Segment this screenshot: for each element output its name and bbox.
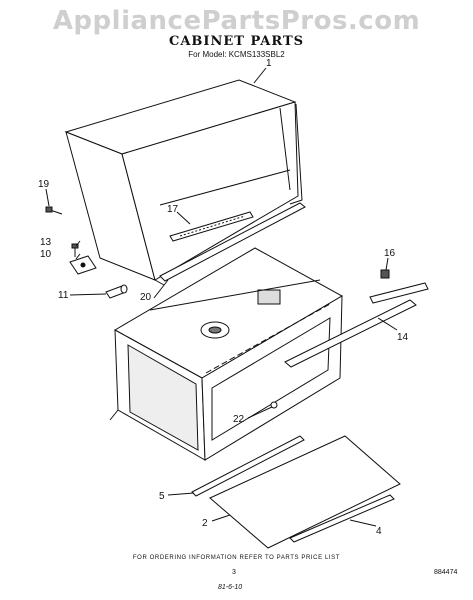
callout-5: 5 — [159, 491, 165, 502]
part-22-screw — [270, 401, 278, 409]
callout-11: 11 — [58, 290, 69, 301]
revision-date: 81-6-10 — [218, 584, 243, 591]
callout-1: 1 — [266, 58, 272, 69]
ordering-info-note: FOR ORDERING INFORMATION REFER TO PARTS … — [132, 555, 341, 561]
part-19-screw — [45, 206, 63, 215]
page-title: CABINET PARTS — [168, 34, 305, 49]
part-11-pin — [105, 284, 128, 299]
document-number: 884474 — [434, 569, 458, 576]
page-number: 3 — [232, 569, 236, 576]
callout-2: 2 — [202, 518, 208, 529]
part-5-strip — [191, 435, 305, 497]
callout-20: 20 — [140, 292, 152, 303]
callout-4: 4 — [376, 526, 382, 537]
callout-22: 22 — [233, 414, 245, 425]
part-10-bracket — [69, 255, 97, 275]
part-16-clip — [380, 269, 390, 279]
callout-14: 14 — [397, 332, 409, 343]
callout-10: 10 — [40, 249, 52, 260]
part-20-rail — [159, 202, 306, 282]
model-subtitle: For Model: KCMS133SBL2 — [188, 50, 285, 59]
callout-19: 19 — [38, 179, 50, 190]
oven-chassis — [109, 247, 344, 461]
part-13-screw — [71, 243, 79, 257]
part-2-base-panel — [209, 435, 401, 549]
part-17-rail — [169, 211, 254, 242]
cabinet-wrapper — [64, 79, 303, 286]
part-4-strip — [289, 494, 395, 543]
callout-16: 16 — [384, 248, 396, 259]
callout-17: 17 — [167, 204, 179, 215]
callout-13: 13 — [40, 237, 52, 248]
watermark: AppliancePartsPros.com — [52, 6, 421, 36]
part-14-trim — [284, 282, 429, 368]
leader-lines — [45, 67, 398, 527]
